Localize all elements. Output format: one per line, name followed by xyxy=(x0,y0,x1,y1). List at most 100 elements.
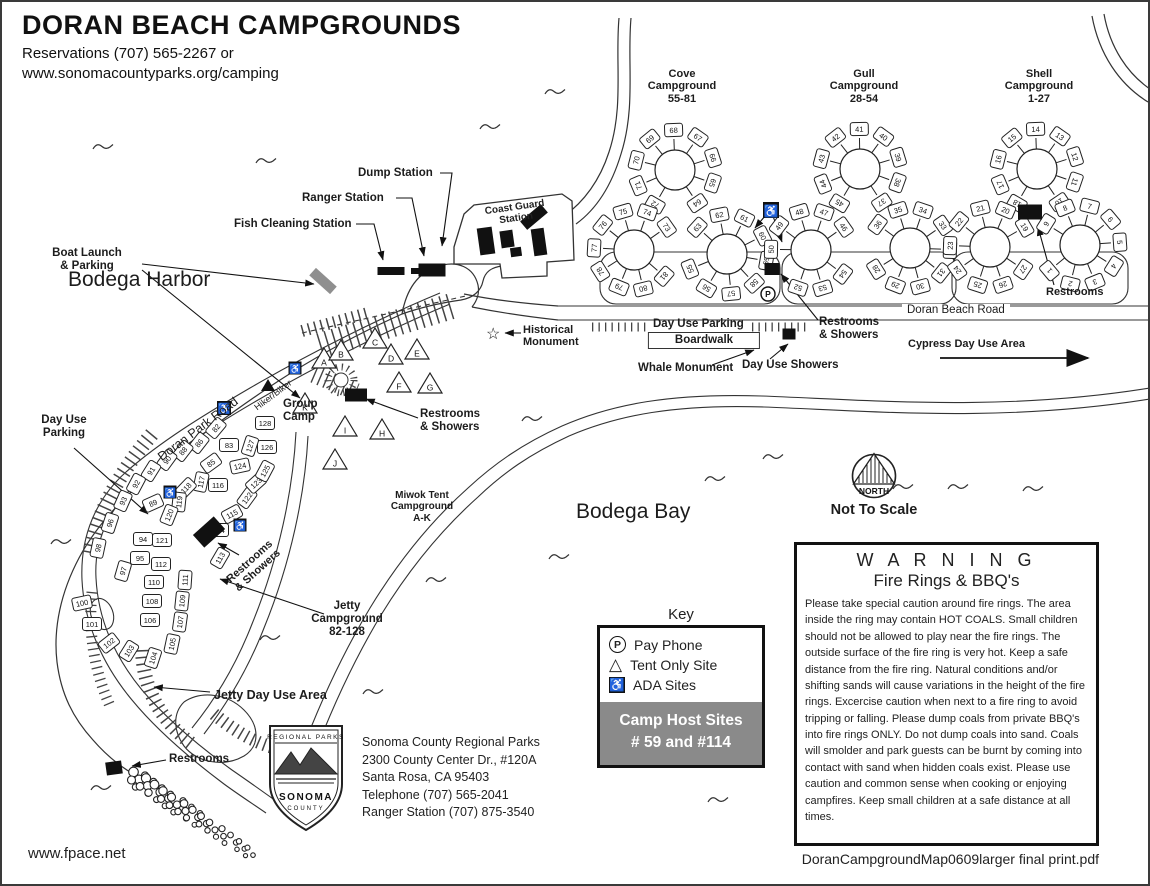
water-squiggle-icon xyxy=(425,577,447,583)
campsite-number: 37 xyxy=(876,196,888,208)
jetty-rock xyxy=(188,805,197,814)
tent-site-K: K xyxy=(291,391,319,414)
campsite-number: 108 xyxy=(146,597,159,606)
campsite-43: 43 xyxy=(812,148,830,169)
jetty-rock xyxy=(126,775,137,785)
campsite-49: 49 xyxy=(768,215,790,237)
campsite-number: 101 xyxy=(86,620,99,629)
ada-site-icon: ♿ xyxy=(233,518,247,532)
campsite-7: 7 xyxy=(1079,197,1100,215)
campsite-number: 10 xyxy=(1053,196,1065,208)
campsite-63: 63 xyxy=(686,216,708,238)
campsite-15: 15 xyxy=(1001,127,1023,149)
campsite-number: 33 xyxy=(937,220,949,232)
restrooms-group-camp xyxy=(345,388,367,402)
campsite-number: 9 xyxy=(1041,220,1051,228)
campsite-121: 121 xyxy=(152,533,172,547)
campsite-number: 94 xyxy=(139,535,147,544)
campsite-number: 105 xyxy=(167,637,178,651)
campsite-number: 41 xyxy=(855,125,863,134)
campsite-97: 97 xyxy=(114,560,132,582)
campsite-105: 105 xyxy=(163,633,181,655)
ada-site-icon: ♿ xyxy=(163,485,177,499)
ranger-station-annex xyxy=(411,268,419,274)
campsite-2: 2 xyxy=(1060,275,1081,293)
campsite-79: 79 xyxy=(608,277,630,297)
campsite-number: 11 xyxy=(1069,177,1080,187)
jetty-rock xyxy=(166,792,177,802)
campsite-number: 47 xyxy=(819,207,830,218)
boat-launch-ramp xyxy=(309,267,337,295)
campsite-108: 108 xyxy=(142,594,162,608)
campsite-33: 33 xyxy=(932,214,953,236)
campsite-1: 1 xyxy=(1039,260,1060,282)
wheelchair-glyph: ♿ xyxy=(764,204,779,218)
campsite-number: 29 xyxy=(890,279,901,290)
campsite-number: 89 xyxy=(147,497,158,509)
campsite-96: 96 xyxy=(101,512,119,534)
campsite-86: 86 xyxy=(188,432,210,454)
tent-site-letter: F xyxy=(396,382,401,392)
water-squiggle-icon xyxy=(92,144,114,150)
jetty-rock xyxy=(174,807,182,816)
jetty-rock xyxy=(135,781,145,791)
campsite-number: 59 xyxy=(761,256,771,266)
campsite-number: 4 xyxy=(1109,262,1119,270)
restrooms-cove xyxy=(764,263,780,275)
campsite-50: 50 xyxy=(763,239,779,259)
campsite-55: 55 xyxy=(680,258,700,280)
campsite-number: 64 xyxy=(691,197,703,209)
contact-line: Telephone (707) 565-2041 xyxy=(362,787,509,802)
wheelchair-glyph: ♿ xyxy=(218,402,231,415)
campsite-number: 121 xyxy=(156,536,169,545)
water-squiggle-icon xyxy=(521,416,543,422)
tent-site-I: I xyxy=(331,414,359,437)
campsite-number: 119 xyxy=(174,496,184,509)
key-item-label: ADA Sites xyxy=(633,677,697,693)
campsite-22: 22 xyxy=(948,211,970,233)
campsite-38: 38 xyxy=(888,172,907,194)
campsite-75: 75 xyxy=(612,202,634,221)
jetty-rock xyxy=(158,786,168,796)
pay-phone-icon: P xyxy=(760,286,776,302)
campsite-number: 70 xyxy=(631,155,642,165)
contact-line: Ranger Station (707) 875-3540 xyxy=(362,805,535,819)
campsite-number: 26 xyxy=(998,279,1009,290)
campsite-number: 72 xyxy=(649,198,661,210)
campsite-107: 107 xyxy=(172,611,188,633)
water-squiggle-icon xyxy=(892,484,914,490)
campsite-number: 66 xyxy=(707,152,718,163)
campsite-number: 1 xyxy=(1045,266,1055,275)
jetty-rock xyxy=(250,852,256,858)
campsite-4: 4 xyxy=(1104,255,1124,277)
campsite-39: 39 xyxy=(889,146,907,168)
north-compass: NORTH xyxy=(851,452,897,499)
campsite-110: 110 xyxy=(144,575,164,589)
sonoma-county-parks-badge: REGIONAL PARKS SONOMA COUNTY xyxy=(263,722,349,841)
campsite-56: 56 xyxy=(695,278,718,299)
contact-block: Sonoma County Regional Parks 2300 County… xyxy=(362,734,540,822)
ada-site-icon: ♿ xyxy=(217,401,231,415)
campsite-number: 57 xyxy=(727,289,736,299)
campsite-number: 95 xyxy=(136,554,144,563)
campsite-106: 106 xyxy=(140,613,160,627)
source-filename: DoranCampgroundMap0609larger final print… xyxy=(801,851,1099,867)
fpace-url: www.fpace.net xyxy=(28,845,126,862)
campsite-number: 50 xyxy=(767,245,776,253)
badge-name-text: SONOMA xyxy=(279,792,333,803)
tent-site-letter: B xyxy=(338,350,344,360)
campsite-64: 64 xyxy=(686,193,708,214)
jetty-rock xyxy=(220,832,227,840)
campsite-number: 61 xyxy=(739,212,750,224)
water-squiggle-icon xyxy=(548,554,570,560)
campsite-100: 100 xyxy=(71,594,93,612)
water-squiggle-icon xyxy=(947,484,969,490)
campsite-41: 41 xyxy=(849,121,869,137)
campsite-number: 79 xyxy=(614,281,625,292)
water-squiggle-icon xyxy=(362,689,384,695)
restrooms-shell xyxy=(1018,204,1042,220)
campsite-8: 8 xyxy=(1054,198,1076,218)
campsite-94: 94 xyxy=(133,532,153,546)
campsite-number: 38 xyxy=(892,177,903,188)
jetty-rock xyxy=(179,799,189,808)
